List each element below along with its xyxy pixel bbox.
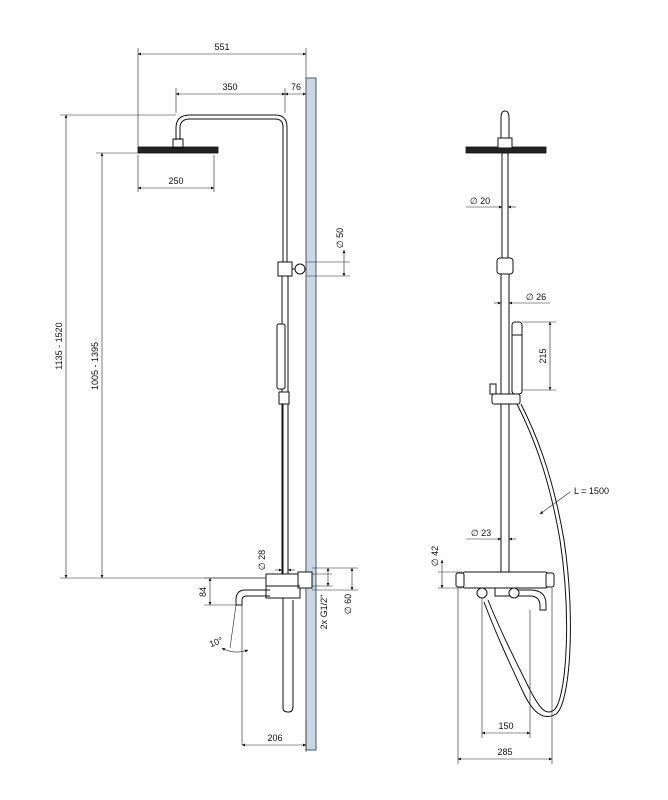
shower-head-connector bbox=[172, 138, 184, 149]
hand-shower bbox=[511, 321, 523, 395]
overhead-arm bbox=[175, 114, 288, 265]
slider-holder bbox=[278, 391, 290, 405]
dim-height-outer: 1135 - 1520 bbox=[54, 322, 64, 369]
dim-head-diameter: 250 bbox=[168, 176, 183, 186]
hose bbox=[487, 403, 568, 713]
dim-connection: 2x G1/2" bbox=[319, 595, 329, 630]
connection-right bbox=[508, 587, 520, 599]
wall-bracket bbox=[496, 257, 514, 275]
dim-total-width: 551 bbox=[214, 42, 229, 52]
leader-hose bbox=[539, 491, 571, 515]
dim-hose-length: L = 1500 bbox=[574, 486, 609, 496]
hand-shower-holder bbox=[491, 393, 521, 405]
dim-spout-height: 84 bbox=[198, 587, 208, 597]
left-handle bbox=[455, 572, 465, 588]
wall bbox=[305, 77, 317, 751]
angle-line bbox=[229, 604, 237, 649]
right-handle bbox=[545, 572, 555, 588]
upper-pipe bbox=[501, 152, 509, 259]
bath-spout bbox=[494, 588, 547, 611]
shower-head bbox=[137, 146, 219, 154]
wall-bracket-knob bbox=[294, 263, 306, 275]
side-view bbox=[137, 77, 317, 751]
dim-hand-shower: 215 bbox=[538, 348, 548, 363]
hand-shower bbox=[276, 323, 286, 390]
slider-pipe bbox=[500, 273, 510, 575]
dim-lower-pipe: ∅ 23 bbox=[471, 528, 491, 538]
hose-outer bbox=[483, 403, 571, 717]
dim-wall-offset: 76 bbox=[291, 82, 301, 92]
dim-body-width: 285 bbox=[497, 747, 512, 757]
shower-head-connector bbox=[497, 137, 513, 149]
wall-connector bbox=[297, 571, 313, 589]
hose bbox=[282, 404, 294, 713]
dim-valve: ∅ 60 bbox=[343, 594, 353, 614]
dim-bracket: ∅ 50 bbox=[335, 228, 345, 248]
connection-left bbox=[476, 587, 488, 599]
dim-upper-pipe: ∅ 20 bbox=[470, 196, 490, 206]
dim-pipe: ∅ 28 bbox=[257, 550, 267, 570]
bath-spout bbox=[235, 589, 270, 606]
dim-spout-angle: 10° bbox=[208, 635, 225, 649]
dim-height-inner: 1005 - 1395 bbox=[90, 342, 100, 390]
front-view bbox=[455, 110, 571, 717]
front-view-dimensions: ∅ 20 ∅ 26 215 L = 1500 ∅ 23 ∅ 42 150 285 bbox=[430, 196, 609, 764]
holder-knob bbox=[489, 383, 497, 395]
wall-bracket-clamp bbox=[277, 261, 293, 277]
angle-arc bbox=[221, 647, 249, 653]
dim-slider-pipe: ∅ 26 bbox=[526, 292, 546, 302]
side-view-dimensions: 551 350 76 250 1135 - 1520 1005 - 1395 ∅… bbox=[54, 42, 358, 752]
dim-connection-spacing: 150 bbox=[498, 721, 513, 731]
thermostat-body bbox=[461, 571, 549, 589]
dim-spout-projection: 206 bbox=[267, 733, 282, 743]
shower-arm-top bbox=[500, 110, 510, 140]
overhead-arm-inner bbox=[179, 118, 284, 265]
dim-arm-reach: 350 bbox=[222, 82, 237, 92]
dim-body: ∅ 42 bbox=[430, 546, 440, 566]
